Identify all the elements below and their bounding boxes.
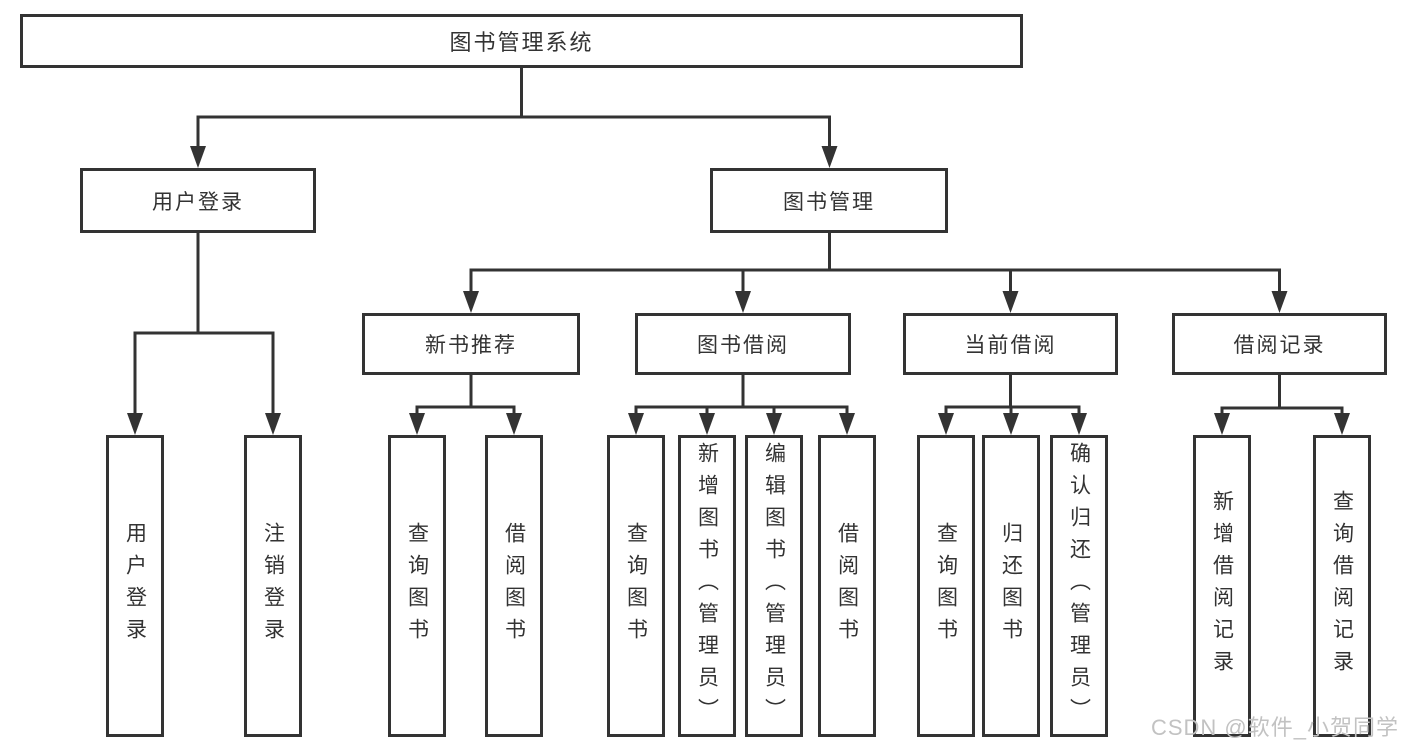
node-label: 查询图书 xyxy=(405,522,429,650)
arrowhead-icon xyxy=(1003,413,1019,435)
leaf-return-books: 归还图书 xyxy=(982,435,1040,737)
node-label: 查询借阅记录 xyxy=(1330,490,1354,682)
leaf-logout: 注销登录 xyxy=(244,435,302,737)
node-book-borrow: 图书借阅 xyxy=(635,313,851,375)
node-label: 确认归还（管理员） xyxy=(1067,442,1091,730)
node-label: 图书管理 xyxy=(783,190,875,214)
node-label: 新增图书（管理员） xyxy=(695,442,719,730)
arrowhead-icon xyxy=(628,413,644,435)
node-root: 图书管理系统 xyxy=(20,14,1023,68)
leaf-query-books-borrow: 查询图书 xyxy=(607,435,665,737)
node-label: 查询图书 xyxy=(934,522,958,650)
node-label: 借阅记录 xyxy=(1233,334,1326,357)
csdn-watermark: CSDN @软件_小贺同学 xyxy=(1150,715,1399,740)
node-label: 注销登录 xyxy=(261,522,285,650)
node-new-book-recommend: 新书推荐 xyxy=(362,313,580,375)
node-book-management: 图书管理 xyxy=(710,168,948,233)
node-label: 图书管理系统 xyxy=(449,30,594,55)
node-label: 用户登录 xyxy=(123,522,147,650)
arrowhead-icon xyxy=(821,146,838,168)
node-borrow-records: 借阅记录 xyxy=(1172,313,1387,375)
arrowhead-icon xyxy=(839,413,855,435)
leaf-user-login: 用户登录 xyxy=(106,435,164,737)
arrowhead-icon xyxy=(1214,413,1230,435)
arrowhead-icon xyxy=(699,413,715,435)
leaf-borrow-books: 借阅图书 xyxy=(818,435,876,737)
node-label: 借阅图书 xyxy=(502,522,526,650)
arrowhead-icon xyxy=(409,413,425,435)
arrowhead-icon xyxy=(127,413,143,435)
arrowhead-icon xyxy=(938,413,954,435)
arrowhead-icon xyxy=(506,413,522,435)
leaf-edit-book-admin: 编辑图书（管理员） xyxy=(745,435,803,737)
node-label: 归还图书 xyxy=(999,522,1023,650)
leaf-borrow-books-recommend: 借阅图书 xyxy=(485,435,543,737)
node-user-login: 用户登录 xyxy=(80,168,316,233)
leaf-query-books-current: 查询图书 xyxy=(917,435,975,737)
node-label: 查询图书 xyxy=(624,522,648,650)
arrowhead-icon xyxy=(1002,291,1019,313)
leaf-query-borrow-record: 查询借阅记录 xyxy=(1313,435,1371,737)
node-label: 编辑图书（管理员） xyxy=(762,442,786,730)
node-label: 新书推荐 xyxy=(425,334,517,357)
leaf-confirm-return-admin: 确认归还（管理员） xyxy=(1050,435,1108,737)
leaf-query-books-recommend: 查询图书 xyxy=(388,435,446,737)
arrowhead-icon xyxy=(1271,291,1288,313)
node-label: 借阅图书 xyxy=(835,522,859,650)
arrowhead-icon xyxy=(463,291,479,313)
node-label: 用户登录 xyxy=(152,190,244,214)
leaf-add-book-admin: 新增图书（管理员） xyxy=(678,435,736,737)
arrowhead-icon xyxy=(190,146,206,168)
node-label: 当前借阅 xyxy=(964,334,1057,357)
node-label: 新增借阅记录 xyxy=(1210,490,1234,682)
node-current-borrow: 当前借阅 xyxy=(903,313,1118,375)
leaf-add-borrow-record: 新增借阅记录 xyxy=(1193,435,1251,737)
arrowhead-icon xyxy=(1071,413,1087,435)
node-label: 图书借阅 xyxy=(697,334,789,357)
arrowhead-icon xyxy=(1334,413,1350,435)
arrowhead-icon xyxy=(766,413,782,435)
arrowhead-icon xyxy=(265,413,281,435)
arrowhead-icon xyxy=(735,291,751,313)
